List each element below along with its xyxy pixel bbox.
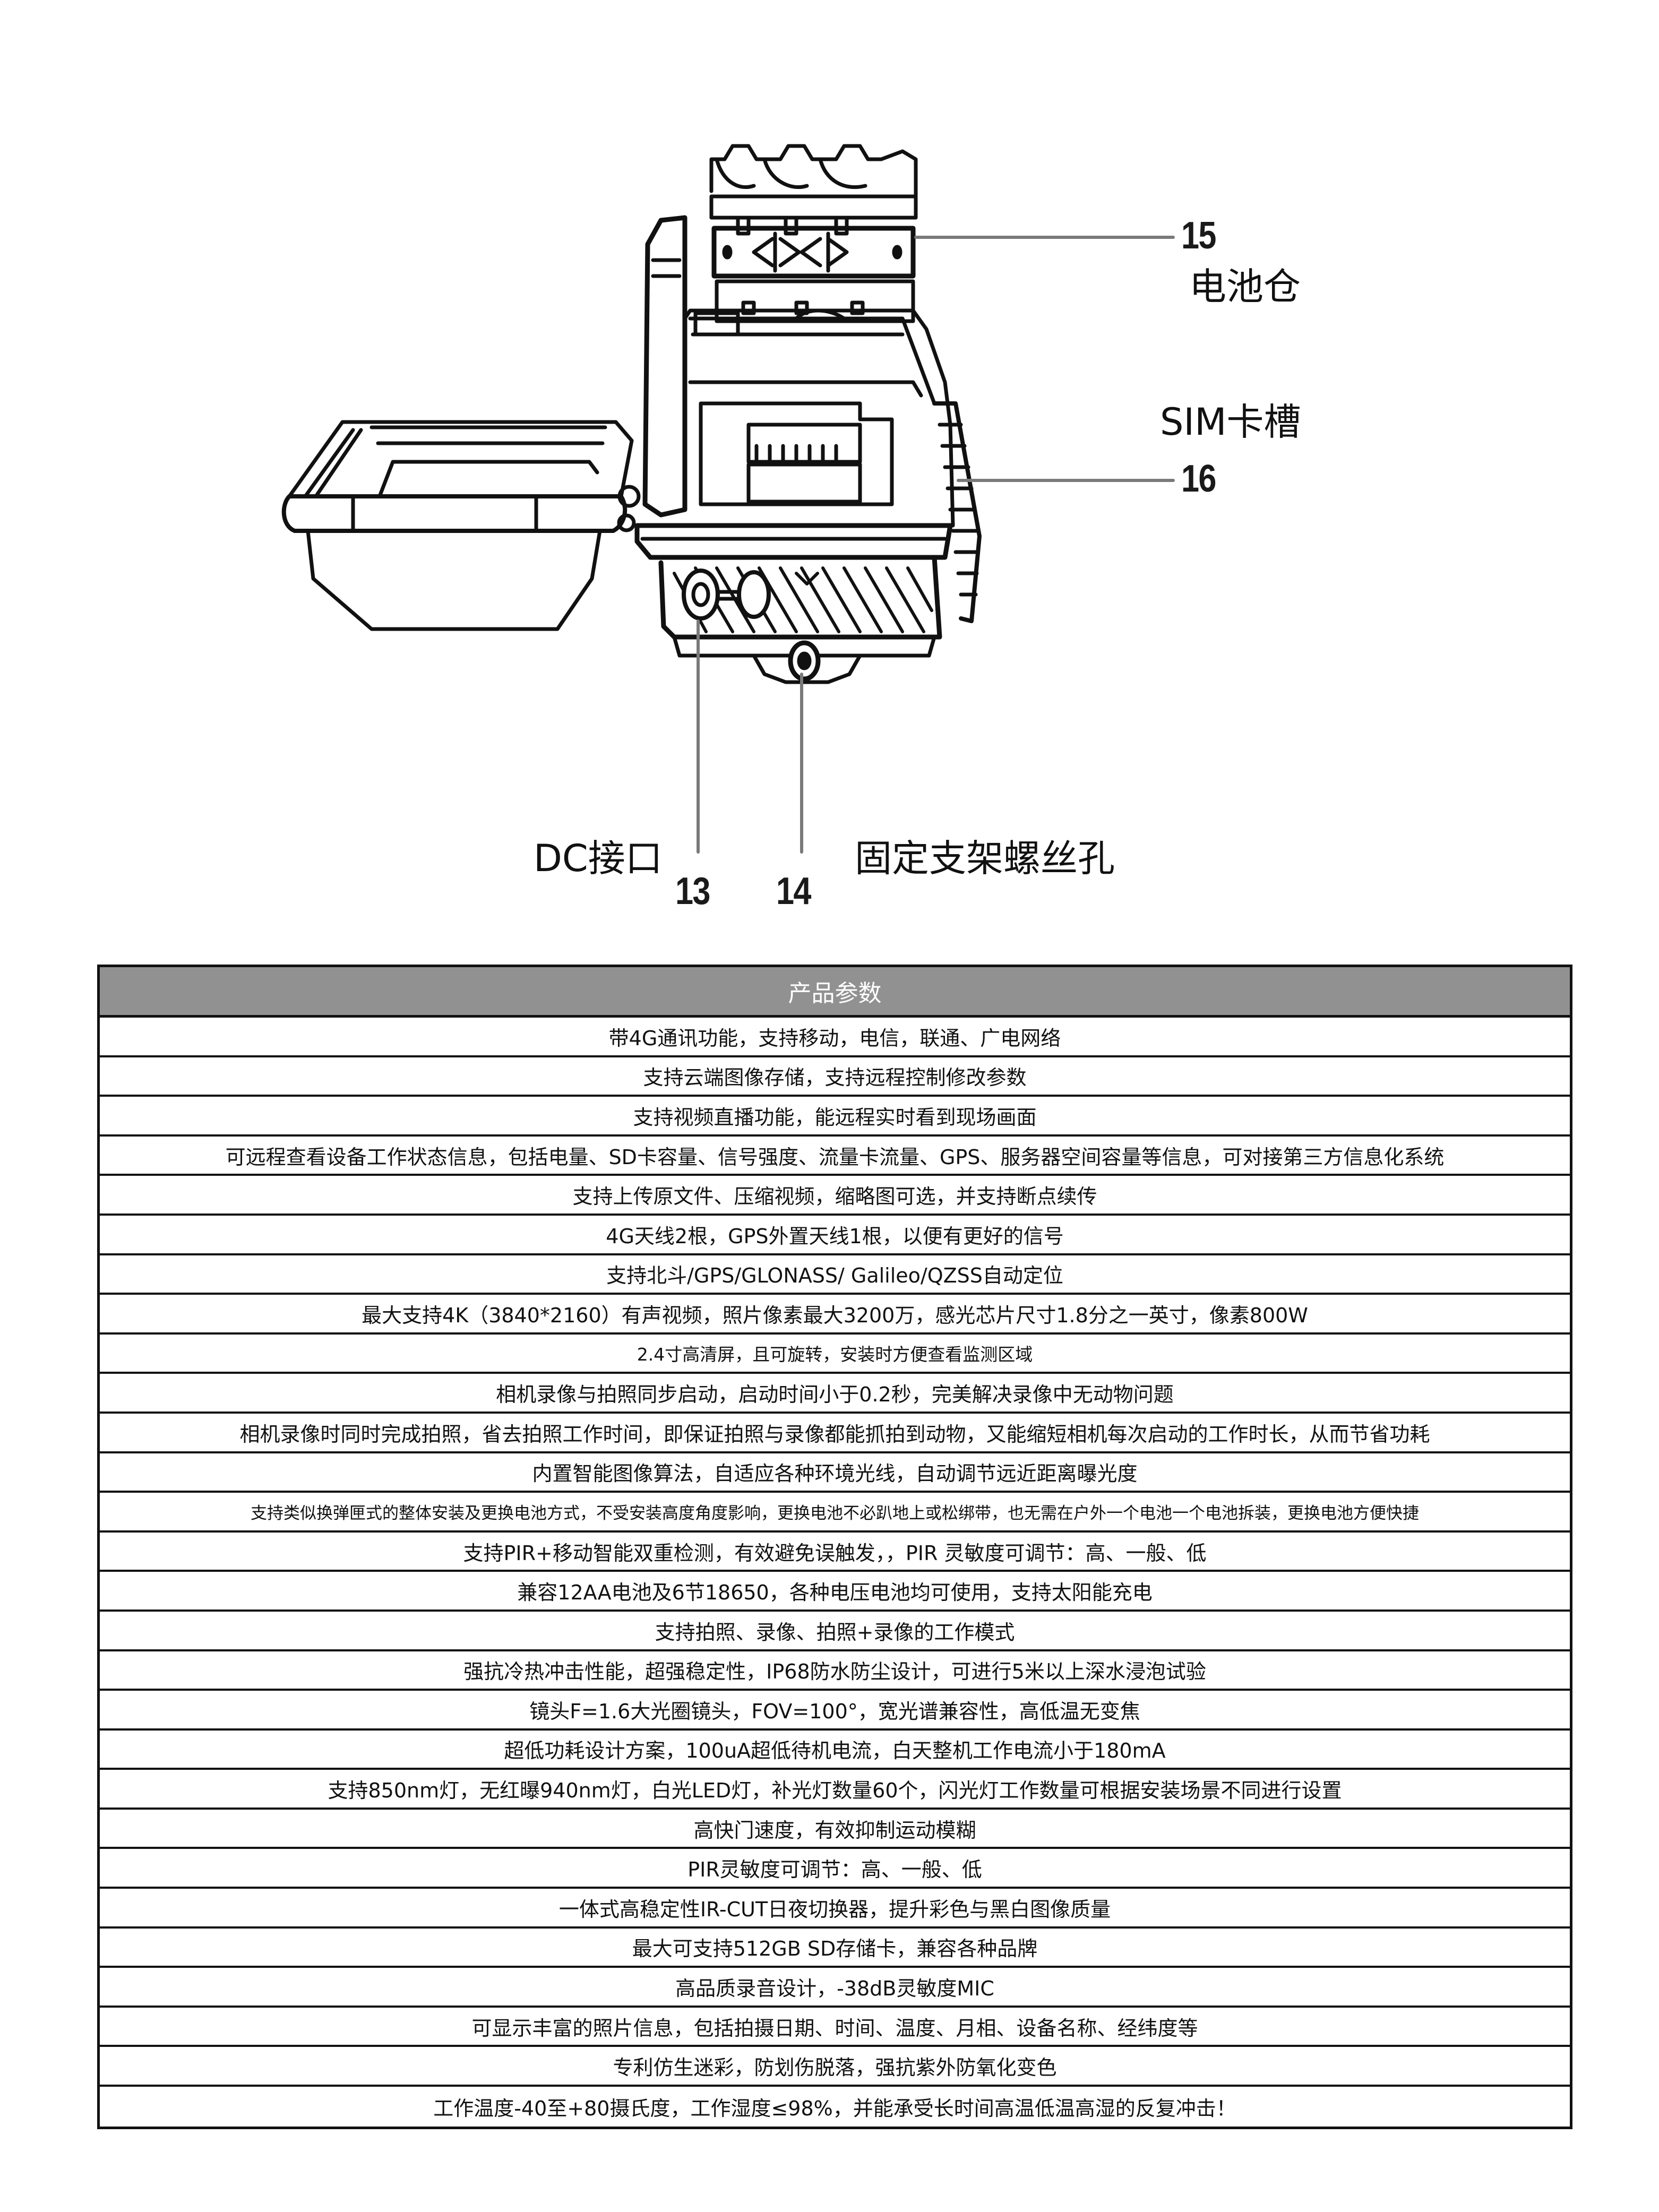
table-row: 4G天线2根，GPS外置天线1根，以便有更好的信号 <box>100 1216 1570 1255</box>
trail-camera-illustration <box>281 144 1175 854</box>
table-row: 最大支持4K（3840*2160）有声视频，照片像素最大3200万，感光芯片尺寸… <box>100 1295 1570 1335</box>
table-row: 带4G通讯功能，支持移动，电信，联通、广电网络 <box>100 1018 1570 1057</box>
table-row: 可显示丰富的照片信息，包括拍摄日期、时间、温度、月相、设备名称、经纬度等 <box>100 2008 1570 2047</box>
callout-leaders <box>697 236 1175 854</box>
table-row: 2.4寸高清屏，且可旋转，安装时方便查看监测区域 <box>100 1335 1570 1374</box>
callout-label-sim-slot: SIM卡槽 <box>1160 400 1301 444</box>
table-row: 高快门速度，有效抑制运动模糊 <box>100 1810 1570 1849</box>
table-row: 支持850nm灯，无红曝940nm灯，白光LED灯，补光灯数量60个，闪光灯工作… <box>100 1770 1570 1810</box>
table-row: 可远程查看设备工作状态信息，包括电量、SD卡容量、信号强度、流量卡流量、GPS、… <box>100 1137 1570 1176</box>
battery-compartment-drawing <box>709 144 918 323</box>
callout-number-14: 14 <box>776 870 811 913</box>
camera-body-drawing <box>617 308 982 684</box>
table-header: 产品参数 <box>100 967 1570 1018</box>
table-row: 专利仿生迷彩，防划伤脱落，强抗紫外防氧化变色 <box>100 2047 1570 2087</box>
table-row: 支持PIR+移动智能双重检测，有效避免误触发，，PIR 灵敏度可调节：高、一般、… <box>100 1533 1570 1572</box>
table-row: 兼容12AA电池及6节18650，各种电压电池均可使用，支持太阳能充电 <box>100 1572 1570 1612</box>
product-specs-table: 产品参数 带4G通讯功能，支持移动，电信，联通、广电网络 支持云端图像存储，支持… <box>97 965 1572 2129</box>
table-row: 高品质录音设计，-38dB灵敏度MIC <box>100 1968 1570 2008</box>
table-row: 支持上传原文件、压缩视频，缩略图可选，并支持断点续传 <box>100 1176 1570 1216</box>
table-row: 最大可支持512GB SD存储卡，兼容各种品牌 <box>100 1929 1570 1968</box>
table-row: 一体式高稳定性IR-CUT日夜切换器，提升彩色与黑白图像质量 <box>100 1889 1570 1929</box>
rear-door-drawing <box>642 215 687 518</box>
table-row: 相机录像与拍照同步启动，启动时间小于0.2秒，完美解决录像中无动物问题 <box>100 1374 1570 1414</box>
table-row: 支持云端图像存储，支持远程控制修改参数 <box>100 1057 1570 1097</box>
table-row: 镜头F=1.6大光圈镜头，FOV=100°，宽光谱兼容性，高低温无变焦 <box>100 1691 1570 1731</box>
callout-number-13: 13 <box>675 870 710 913</box>
table-row: 支持拍照、录像、拍照+录像的工作模式 <box>100 1612 1570 1651</box>
product-diagram: 15 电池仓 SIM卡槽 16 DC接口 13 14 固定支架螺丝孔 <box>0 0 1659 934</box>
table-row: 支持类似换弹匣式的整体安装及更换电池方式，不受安装高度角度影响，更换电池不必趴地… <box>100 1493 1570 1533</box>
callout-label-battery-compartment: 电池仓 <box>1189 265 1301 308</box>
callout-label-dc-port: DC接口 <box>534 837 663 880</box>
table-row: 支持视频直播功能，能远程实时看到现场画面 <box>100 1097 1570 1137</box>
table-row: 强抗冷热冲击性能，超强稳定性，IP68防水防尘设计，可进行5米以上深水浸泡试验 <box>100 1651 1570 1691</box>
table-row: 超低功耗设计方案，100uA超低待机电流，白天整机工作电流小于180mA <box>100 1731 1570 1770</box>
table-row: 工作温度-40至+80摄氏度，工作湿度≤98%，并能承受长时间高温低温高湿的反复… <box>433 2096 1236 2120</box>
table-row: 支持北斗/GPS/GLONASS/ Galileo/QZSS自动定位 <box>100 1255 1570 1295</box>
table-row: 相机录像时同时完成拍照，省去拍照工作时间，即保证拍照与录像都能抓拍到动物，又能缩… <box>100 1414 1570 1453</box>
front-cover-drawing <box>281 420 634 631</box>
table-row: 内置智能图像算法，自适应各种环境光线，自动调节远近距离曝光度 <box>100 1453 1570 1493</box>
callout-number-16: 16 <box>1181 458 1216 500</box>
callout-number-15: 15 <box>1181 214 1216 257</box>
dc-port-drawing <box>682 569 720 621</box>
table-row: PIR灵敏度可调节：高、一般、低 <box>100 1849 1570 1889</box>
callout-label-mount-screw-hole: 固定支架螺丝孔 <box>855 837 1115 880</box>
